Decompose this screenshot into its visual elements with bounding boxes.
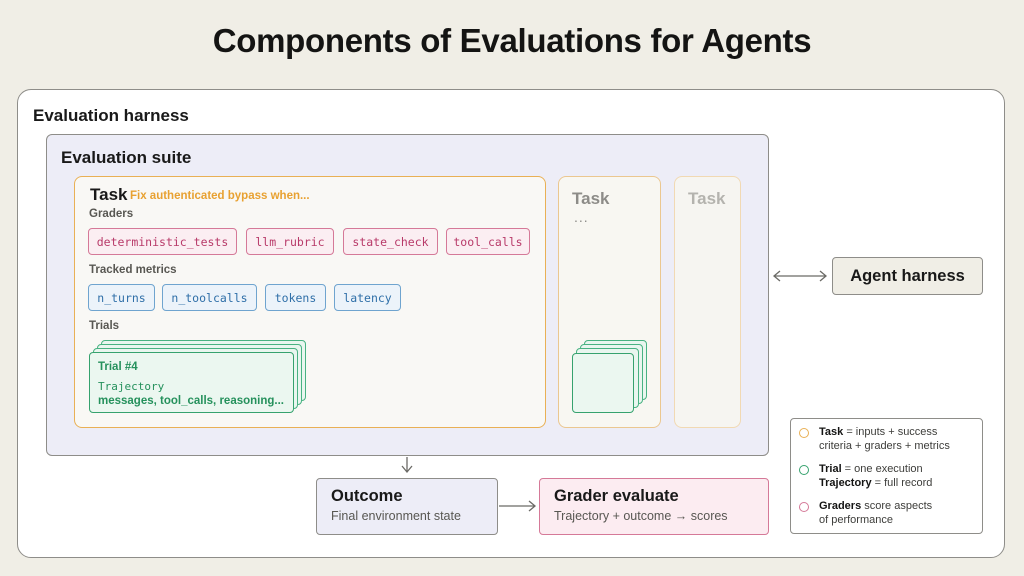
task-card-3	[674, 176, 741, 428]
task-2-ellipsis: ...	[574, 209, 589, 225]
outcome-box	[316, 478, 498, 535]
task-2-title: Task	[572, 189, 610, 208]
metric-chip-n-turns: n_turns	[88, 284, 155, 311]
trial-trajectory-label: Trajectory	[98, 380, 165, 393]
suite-to-outcome-arrow-icon	[401, 457, 413, 474]
task-subtitle: Fix authenticated bypass when...	[130, 190, 310, 202]
task-title: Task	[90, 185, 128, 204]
agent-harness-double-arrow-icon	[772, 270, 828, 282]
grader-evaluate-title: Grader evaluate	[554, 487, 679, 505]
page-title: Components of Evaluations for Agents	[212, 22, 812, 59]
legend-graders-dot-icon	[799, 502, 809, 512]
agent-harness-box: Agent harness	[832, 257, 983, 295]
evaluation-harness-label: Evaluation harness	[33, 106, 189, 125]
trial-trajectory-detail: messages, tool_calls, reasoning...	[98, 395, 284, 407]
metric-chip-latency: latency	[334, 284, 401, 311]
grader-evaluate-box	[539, 478, 769, 535]
trial-title: Trial #4	[98, 361, 138, 373]
tracked-metrics-label: Tracked metrics	[89, 264, 177, 276]
task-3-title: Task	[688, 189, 726, 208]
graders-label: Graders	[89, 208, 134, 220]
metric-chip-n-toolcalls: n_toolcalls	[162, 284, 257, 311]
grader-chip-tool-calls: tool_calls	[446, 228, 530, 255]
evaluation-suite-label: Evaluation suite	[61, 148, 192, 167]
outcome-title: Outcome	[331, 487, 403, 505]
legend-task-dot-icon	[799, 428, 809, 438]
outcome-subtitle: Final environment state	[331, 509, 461, 523]
grader-chip-llm-rubric: llm_rubric	[246, 228, 334, 255]
metric-chip-tokens: tokens	[265, 284, 326, 311]
outcome-to-grader-arrow-icon	[499, 500, 537, 512]
legend-trial-dot-icon	[799, 465, 809, 475]
trial-card-front	[89, 352, 294, 413]
legend-box	[790, 418, 983, 534]
grader-chip-state-check: state_check	[343, 228, 438, 255]
grader-chip-deterministic-tests: deterministic_tests	[88, 228, 237, 255]
trials-label: Trials	[89, 320, 120, 332]
task-2-trial-front	[572, 353, 634, 413]
grader-evaluate-subtitle: Trajectory + outcome → scores	[554, 509, 728, 523]
